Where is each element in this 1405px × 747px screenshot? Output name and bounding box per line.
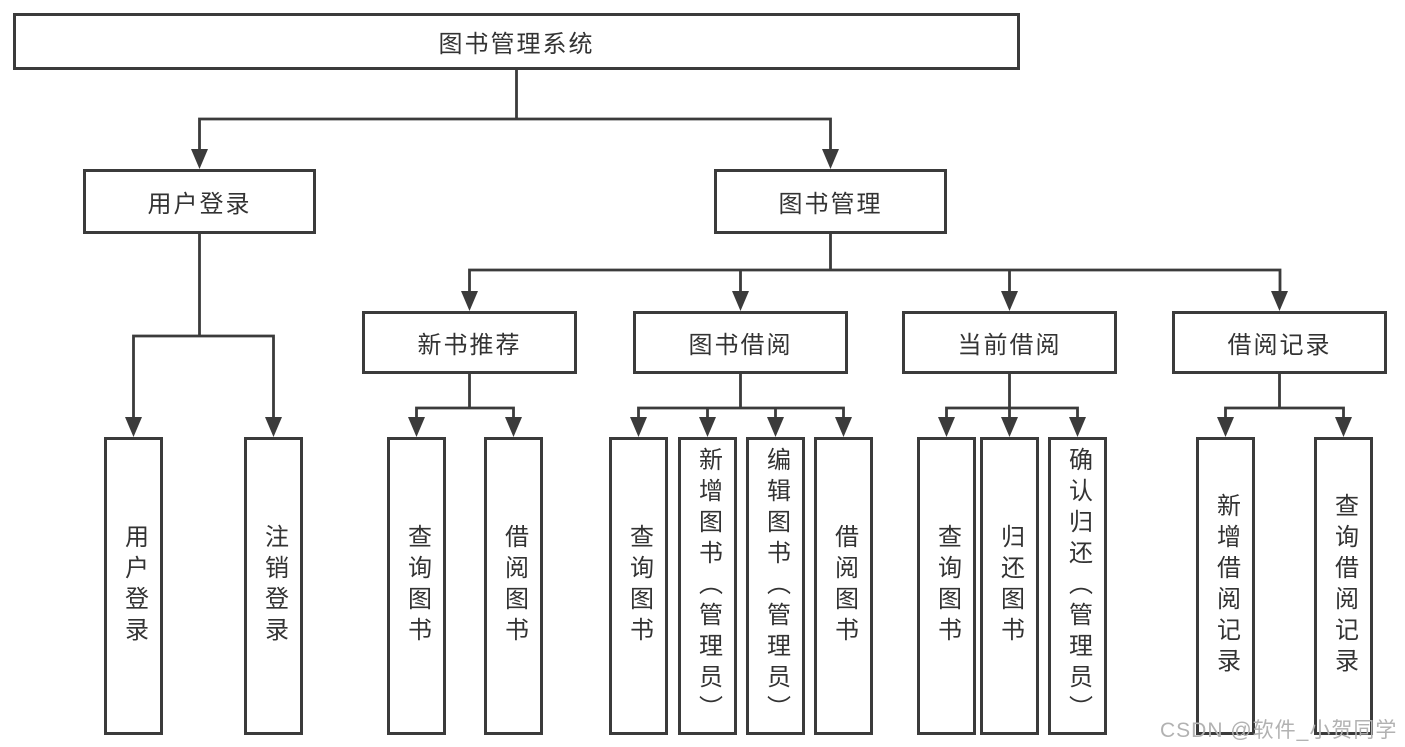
leaf-user-login: 用户登录 — [104, 437, 163, 735]
leaf-edit-book-admin: 编辑图书（管理员） — [746, 437, 805, 735]
leaf-add-borrow-record: 新增借阅记录 — [1196, 437, 1255, 735]
node-current-borrow-label: 当前借阅 — [957, 332, 1062, 359]
leaf-user-login-label: 用户登录 — [120, 524, 148, 648]
leaf-return-book-label: 归还图书 — [996, 524, 1024, 648]
leaf-query-borrow-record-label: 查询借阅记录 — [1330, 493, 1358, 679]
leaf-logout-label: 注销登录 — [260, 524, 288, 648]
node-book-borrow-label: 图书借阅 — [688, 332, 793, 359]
leaf-query-books-recommend-label: 查询图书 — [403, 524, 431, 648]
node-library-system-label: 图书管理系统 — [438, 31, 595, 58]
node-borrow-records-label: 借阅记录 — [1227, 332, 1332, 359]
leaf-borrow-books-recommend: 借阅图书 — [484, 437, 543, 735]
node-new-book-recommend: 新书推荐 — [362, 311, 577, 374]
leaf-query-books-borrow-label: 查询图书 — [625, 524, 653, 648]
leaf-logout: 注销登录 — [244, 437, 303, 735]
node-book-borrow: 图书借阅 — [633, 311, 848, 374]
node-user-login-label: 用户登录 — [147, 191, 252, 218]
leaf-borrow-books-recommend-label: 借阅图书 — [500, 524, 528, 648]
leaf-confirm-return-admin: 确认归还（管理员） — [1048, 437, 1107, 735]
leaf-edit-book-admin-label: 编辑图书（管理员） — [762, 446, 790, 726]
node-current-borrow: 当前借阅 — [902, 311, 1117, 374]
leaf-add-book-admin-label: 新增图书（管理员） — [694, 446, 722, 726]
leaf-confirm-return-admin-label: 确认归还（管理员） — [1064, 446, 1092, 726]
node-book-management-label: 图书管理 — [778, 191, 883, 218]
leaf-add-book-admin: 新增图书（管理员） — [678, 437, 737, 735]
leaf-query-books-borrow: 查询图书 — [609, 437, 668, 735]
leaf-add-borrow-record-label: 新增借阅记录 — [1212, 493, 1240, 679]
node-book-management: 图书管理 — [714, 169, 947, 234]
node-user-login: 用户登录 — [83, 169, 316, 234]
leaf-borrow-books: 借阅图书 — [814, 437, 873, 735]
leaf-query-borrow-record: 查询借阅记录 — [1314, 437, 1373, 735]
leaf-borrow-books-label: 借阅图书 — [830, 524, 858, 648]
leaf-query-books-current: 查询图书 — [917, 437, 976, 735]
node-new-book-recommend-label: 新书推荐 — [417, 332, 522, 359]
leaf-return-book: 归还图书 — [980, 437, 1039, 735]
leaf-query-books-recommend: 查询图书 — [387, 437, 446, 735]
leaf-query-books-current-label: 查询图书 — [933, 524, 961, 648]
csdn-watermark: CSDN @软件_小贺同学 — [1160, 719, 1398, 742]
node-library-system: 图书管理系统 — [13, 13, 1020, 70]
node-borrow-records: 借阅记录 — [1172, 311, 1387, 374]
